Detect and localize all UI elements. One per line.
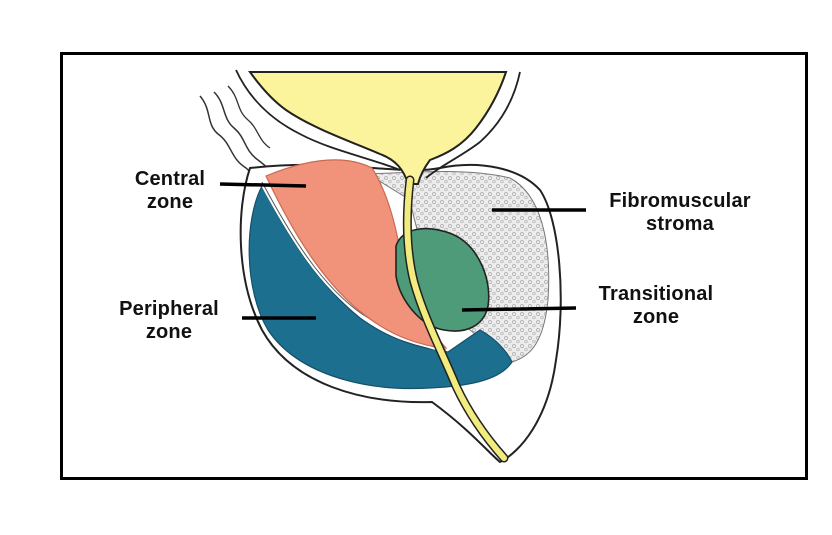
central-zone-leader [219,182,307,188]
fibromuscular-stroma-label: Fibromuscular stroma [590,190,770,236]
transitional-zone-label: Transitional zone [578,283,734,329]
central-zone-label-line1: Central [134,168,206,190]
seminal-vesicle-outline [213,91,279,177]
central-zone-label-line2: zone [146,191,194,213]
seminal-vesicle-outline [227,85,271,149]
urethra [404,177,507,461]
peripheral-zone-label: Peripheral zone [100,298,238,344]
peripheral-zone-label-line1: Peripheral [119,298,219,320]
peripheral-zone [248,184,513,390]
peripheral-zone-label-line2: zone [145,321,193,343]
transitional-zone-label-line1: Transitional [598,283,714,305]
fibromuscular-stroma-label-line2: stroma [646,213,714,235]
transitional-zone-label-line2: zone [632,306,680,328]
bladder-neck [235,69,401,171]
transitional-zone-leader [461,306,577,312]
diagram-frame [60,52,808,480]
bladder-neck [425,71,521,179]
central-zone-label: Central zone [120,168,220,214]
fibromuscular-stroma-label-line1: Fibromuscular [609,190,751,212]
